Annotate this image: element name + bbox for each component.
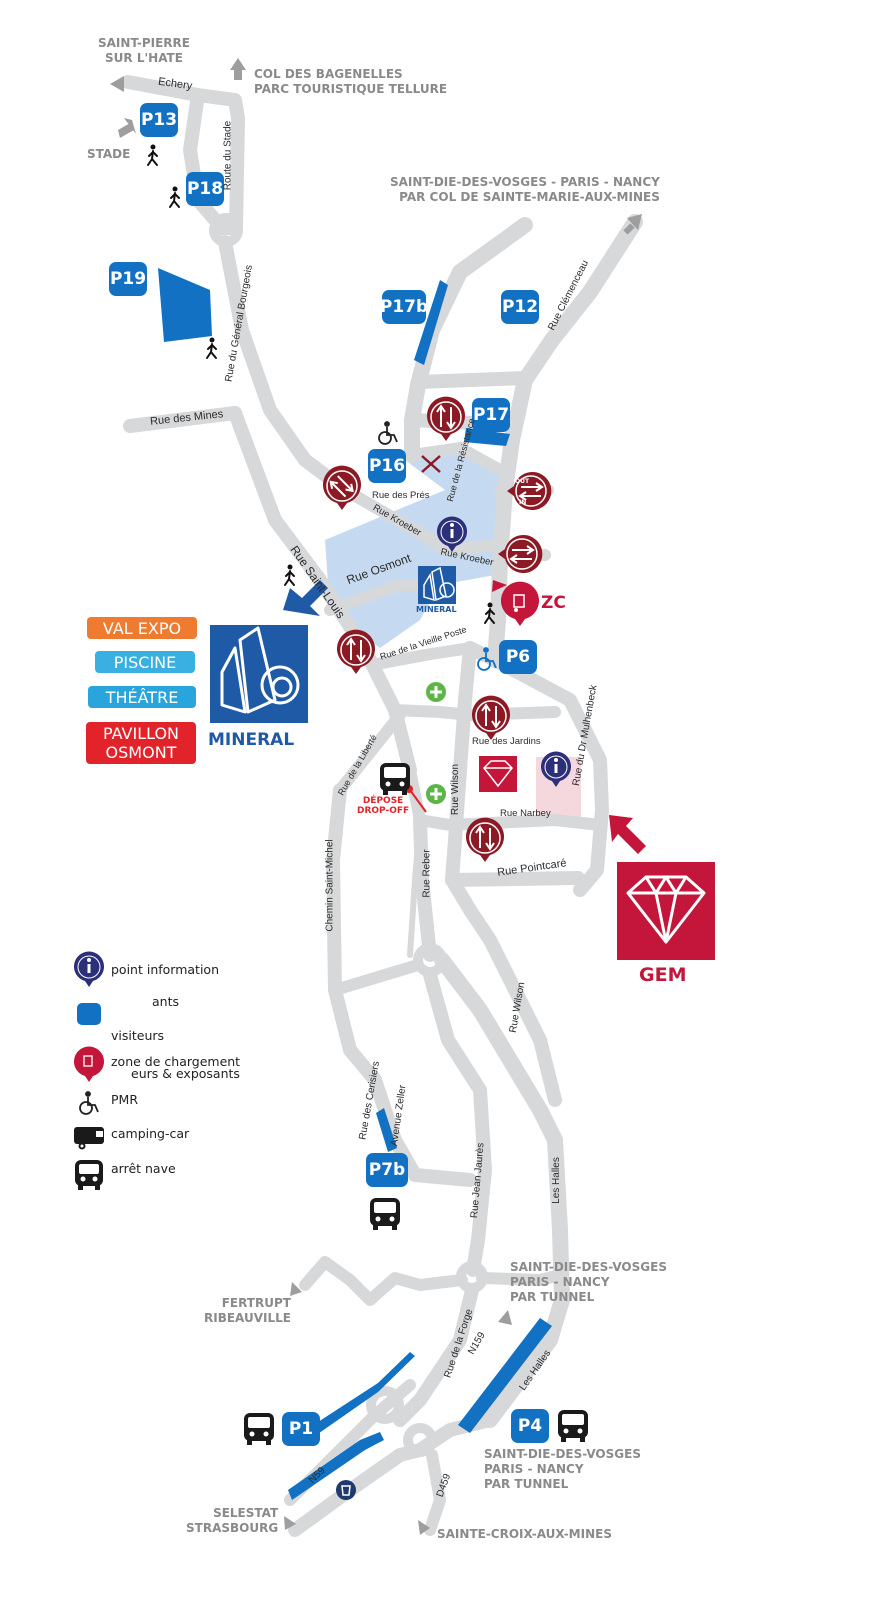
mineral-small-label: MINERAL: [416, 605, 457, 614]
dest-stade: STADE: [87, 147, 131, 161]
drink-icon: [336, 1480, 356, 1500]
parking-p16[interactable]: P16: [368, 449, 406, 483]
venue-piscine[interactable]: PISCINE: [95, 651, 195, 673]
street-rue-wilson-1: Rue Wilson: [450, 763, 462, 816]
parking-p4[interactable]: P4: [511, 1409, 549, 1443]
mineral-label: MINERAL: [208, 730, 295, 750]
dest-col-bagenelles: COL DES BAGENELLES PARC TOURISTIQUE TELL…: [254, 67, 448, 96]
legend-camping: camping-car: [111, 1126, 190, 1141]
pin-in-label: IN: [519, 499, 527, 506]
gem-small-label: GEM: [488, 794, 506, 802]
dest-saint-pierre: SAINT-PIERRE SUR L'HATE: [98, 36, 190, 65]
bus-icons: [74, 763, 588, 1445]
parking-lot-p19: [158, 268, 212, 342]
pin-out-label: OUT: [515, 478, 530, 485]
street-rue-reber: Rue Reber: [421, 849, 433, 898]
street-route-stade: Route du Stade: [222, 120, 234, 191]
legend-parking-square: [77, 1003, 101, 1025]
direction-arrows: [110, 58, 642, 1535]
parking-p6[interactable]: P6: [499, 640, 537, 674]
parking-lot-p17: [464, 428, 510, 446]
street-les-halles-1: Les Halles: [550, 1157, 562, 1204]
parking-lot-p1b: [288, 1432, 384, 1500]
dest-sainte-croix: SAINTE-CROIX-AUX-MINES: [437, 1527, 612, 1541]
blue-arrow: [283, 580, 328, 616]
parking-p18[interactable]: P18: [186, 172, 224, 206]
parking-p12[interactable]: P12: [501, 290, 539, 324]
dest-saint-die-tunnel-1: SAINT-DIE-DES-VOSGES PARIS - NANCY PAR T…: [510, 1260, 667, 1304]
first-aid-crosses: [426, 682, 446, 804]
legend-navette: arrêt nave: [111, 1161, 176, 1176]
parking-p17b[interactable]: P17b: [380, 290, 428, 324]
legend-chargement-sub: eurs & exposants: [131, 1066, 240, 1081]
red-arrow: [609, 815, 646, 854]
gem-label: GEM: [639, 964, 687, 986]
legend-parking-exposants: ants: [152, 994, 179, 1009]
venue-val-expo[interactable]: VAL EXPO: [87, 617, 197, 639]
wheelchair-icons: [79, 421, 497, 1115]
parking-lot-p1: [298, 1352, 415, 1445]
mineral-logo: [210, 625, 308, 723]
street-rue-pres: Rue des Prés: [372, 490, 430, 501]
traffic-pins: [323, 396, 552, 862]
legend-parking-visiteurs: visiteurs: [111, 1028, 165, 1043]
legend-loading-pin: [74, 1046, 104, 1082]
venue-theatre[interactable]: THÉÂTRE: [88, 686, 196, 708]
mineral-small-logo: [418, 566, 456, 604]
zc-label: ZC: [541, 593, 566, 613]
dest-fertrupt: FERTRUPT RIBEAUVILLE: [204, 1296, 291, 1325]
street-chemin-saint-michel: Chemin Saint-Michel: [324, 839, 336, 932]
dest-saint-die-col: SAINT-DIE-DES-VOSGES - PARIS - NANCY PAR…: [390, 175, 660, 204]
parking-lot-p7b: [376, 1108, 397, 1152]
parking-p19[interactable]: P19: [109, 262, 147, 296]
street-rue-jardins: Rue des Jardins: [472, 736, 541, 747]
info-pins: [74, 516, 571, 987]
parking-p1[interactable]: P1: [282, 1412, 320, 1446]
pedestrian-icons: [147, 144, 495, 624]
street-rue-narbey: Rue Narbey: [500, 808, 551, 819]
legend-chargement: zone de chargement: [111, 1054, 241, 1069]
gem-logo: [617, 862, 715, 960]
gem-small-logo: [479, 756, 517, 792]
parking-lot-p17b: [414, 280, 448, 365]
parking-p17[interactable]: P17: [472, 398, 510, 432]
legend-info: point information: [111, 962, 219, 977]
parking-p13[interactable]: P13: [140, 103, 178, 137]
parking-p7b[interactable]: P7b: [366, 1153, 408, 1187]
venue-pavillon[interactable]: PAVILLON OSMONT: [86, 722, 196, 764]
depose-label: DÉPOSE DROP-OFF: [357, 796, 410, 816]
dest-saint-die-tunnel-2: SAINT-DIE-DES-VOSGES PARIS - NANCY PAR T…: [484, 1447, 641, 1491]
legend-pmr: PMR: [111, 1092, 139, 1107]
dest-selestat: SELESTAT STRASBOURG: [186, 1506, 279, 1535]
parking-lot-p4: [458, 1318, 552, 1433]
